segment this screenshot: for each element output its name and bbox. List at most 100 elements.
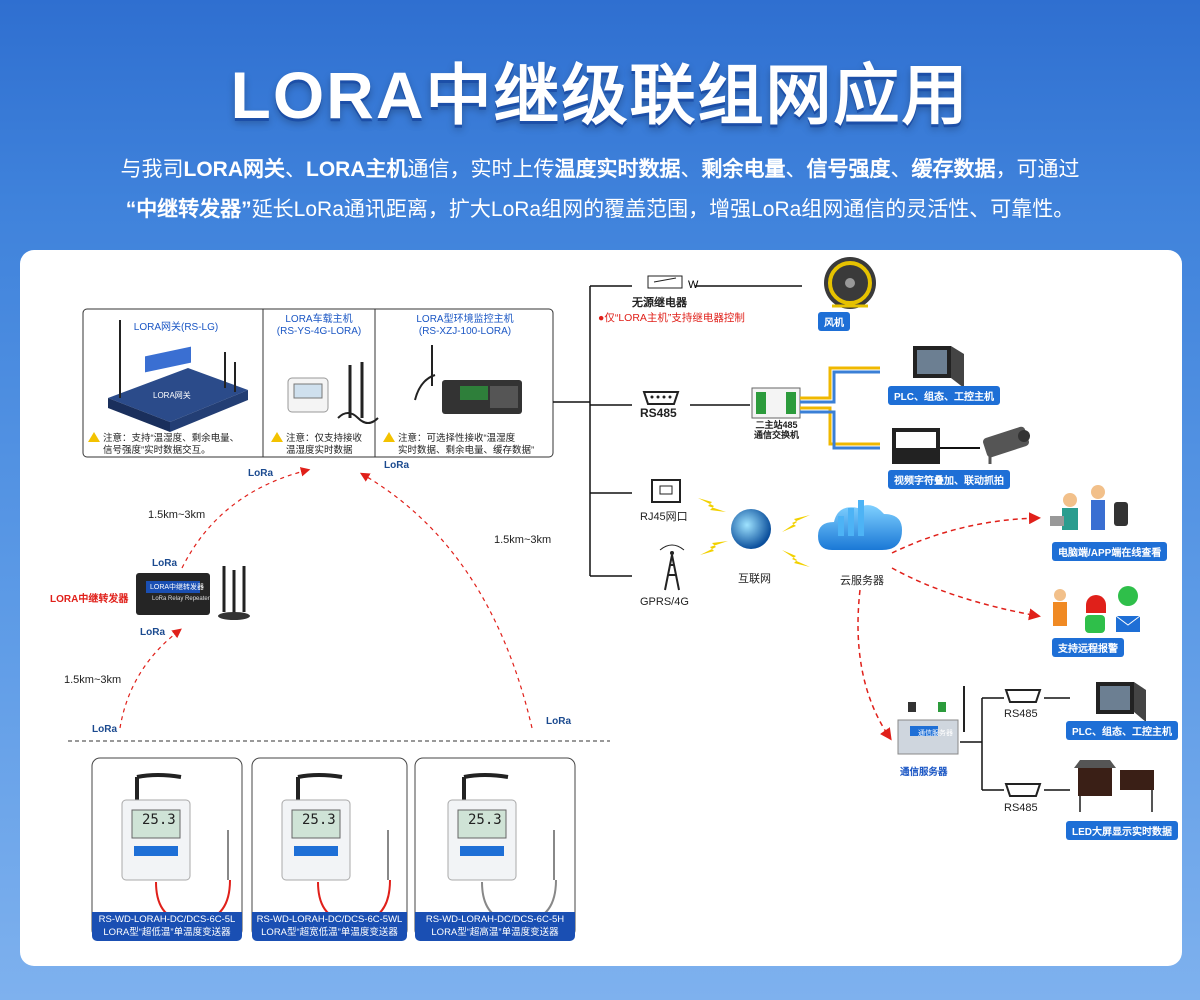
repeater-sub-text: LoRa Relay Repeater <box>152 596 210 602</box>
video-overlay-device <box>892 428 980 464</box>
comm-server-label: 通信服务器 <box>900 767 948 778</box>
fan-icon <box>824 257 876 309</box>
cloud-label: 云服务器 <box>840 575 884 587</box>
gateway-screen-text: LORA网关 <box>153 391 191 400</box>
arrow-cloud-to-alarm <box>891 567 1041 621</box>
intro-run: 剩余电量 <box>701 158 786 181</box>
alarm-icons <box>1053 586 1141 633</box>
intro-run: 、 <box>680 158 702 181</box>
relay-note: ●仅“LORA主机”支持继电器控制 <box>598 312 745 324</box>
vehicle-host-device <box>287 362 379 424</box>
vehicle-host-label: LORA车载主机(RS-YS-4G-LORA) <box>276 314 362 337</box>
page-title: LORA中继级联组网应用 <box>230 58 970 132</box>
diagram-canvas: W <box>68 257 1154 939</box>
gateway-label: LORA网关(RS-LG) <box>133 322 219 333</box>
warning-icon <box>271 432 283 442</box>
sensor-device-1 <box>121 773 231 924</box>
intro-run: 通信，实时上传 <box>407 158 555 181</box>
intro-run: LORA网关 <box>183 158 286 181</box>
gprs-label: GPRS/4G <box>640 596 689 608</box>
rj45-icon <box>651 479 681 503</box>
warning-icon <box>88 432 100 442</box>
intro-run: 与我司 <box>120 158 184 181</box>
relay-icon: W <box>647 275 699 291</box>
internet-globe-icon <box>731 509 771 549</box>
intro-text: 与我司LORA网关、LORA主机通信，实时上传温度实时数据、剩余电量、信号强度、… <box>0 150 1200 230</box>
intro-run: 、 <box>785 158 807 181</box>
plc-monitor-icon <box>1096 682 1146 722</box>
lora-tag: LoRa <box>384 460 409 471</box>
plc-monitor-icon <box>913 346 964 388</box>
comm-screen-text: 通信服务器 <box>918 730 953 737</box>
fan-label: 风机 <box>818 312 850 331</box>
gateway-note: 注意：支持“温湿度、剩余电量、 信号强度”实时数据交互。 <box>88 432 239 457</box>
sensor-reading: 25.3 <box>142 812 176 828</box>
cable-blue <box>800 410 880 450</box>
repeater-device <box>136 566 250 620</box>
distance-label: 1.5km~3km <box>64 674 122 686</box>
rj45-label: RJ45网口 <box>640 511 688 523</box>
intro-line-1: 与我司LORA网关、LORA主机通信，实时上传温度实时数据、剩余电量、信号强度、… <box>0 150 1200 190</box>
pc-app-label: 电脑端/APP端在线查看 <box>1052 542 1168 561</box>
sensor-reading: 25.3 <box>302 812 336 828</box>
lora-tag: LoRa <box>546 716 571 727</box>
plc-label: PLC、组态、工控主机 <box>1066 721 1178 740</box>
sensor-device-2 <box>281 773 391 924</box>
intro-run: 延长LoRa通讯距离，扩大LoRa组网的覆盖范围，增强LoRa组网通信的灵活性、… <box>251 198 1075 221</box>
svg-text:W: W <box>688 279 699 291</box>
cable-blue <box>800 370 880 404</box>
relay-label: 无源继电器 <box>632 297 687 309</box>
arrow-cloud-to-app <box>891 512 1041 554</box>
vehicle-host-note: 注意：仅支持接收 温湿度实时数据 <box>271 432 362 457</box>
pc-app-users-icon <box>1050 485 1128 530</box>
intro-line-2: “中继转发器”延长LoRa通讯距离，扩大LoRa组网的覆盖范围，增强LoRa组网… <box>0 190 1200 230</box>
sensor-reading: 25.3 <box>468 812 502 828</box>
env-monitor-device <box>414 345 522 414</box>
lora-tag: LoRa <box>92 724 117 735</box>
arc-sensor-to-host <box>359 472 533 729</box>
cable-yellow <box>800 406 880 446</box>
intro-run: “中继转发器” <box>125 198 252 221</box>
lora-tag: LoRa <box>248 468 273 479</box>
intro-run: 缓存数据 <box>911 158 996 181</box>
signal-bolt-icon <box>698 498 810 567</box>
env-monitor-note: 注意：可选择性接收“温湿度 实时数据、剩余电量、缓存数据” <box>383 432 534 457</box>
lora-tag: LoRa <box>152 558 177 569</box>
intro-run: 、 <box>285 158 306 181</box>
repeater-label: LORA中继转发器 <box>50 594 129 605</box>
rs485-label: RS485 <box>640 406 677 420</box>
intro-run: 、 <box>890 158 912 181</box>
cable-yellow <box>800 366 880 400</box>
cloud-server-icon <box>818 500 902 550</box>
diagram-panel: W <box>20 250 1182 966</box>
gateway-device <box>108 320 248 432</box>
intro-run: 温度实时数据 <box>554 158 681 181</box>
warning-icon <box>383 432 395 442</box>
rs485-label: RS485 <box>1004 708 1038 720</box>
intro-run: LORA主机 <box>306 158 408 181</box>
arc-repeater-to-host <box>181 467 311 569</box>
plc-label: PLC、组态、工控主机 <box>888 386 1000 405</box>
video-label: 视频字符叠加、联动抓拍 <box>888 470 1010 489</box>
intro-run: ，可通过 <box>995 158 1080 181</box>
comm-server-device <box>897 686 965 755</box>
lora-tag: LoRa <box>140 627 165 638</box>
rs485-port-icon <box>1004 689 1042 797</box>
gprs-tower-icon <box>659 544 685 591</box>
intro-run: 信号强度 <box>806 158 891 181</box>
switch-485-device <box>751 387 801 419</box>
rs485-label: RS485 <box>1004 802 1038 814</box>
rs485-port-icon <box>642 391 680 405</box>
internet-label: 互联网 <box>738 573 771 585</box>
alarm-label: 支持远程报警 <box>1052 638 1124 657</box>
repeater-screen-text: LORA中继转发器 <box>150 584 205 591</box>
arc-sensor-to-repeater <box>119 628 182 729</box>
env-monitor-label: LORA型环境监控主机(RS-XZJ-100-LORA) <box>416 314 514 337</box>
led-screen-icon <box>1074 760 1154 812</box>
distance-label: 1.5km~3km <box>148 509 206 521</box>
distance-label: 1.5km~3km <box>494 534 552 546</box>
